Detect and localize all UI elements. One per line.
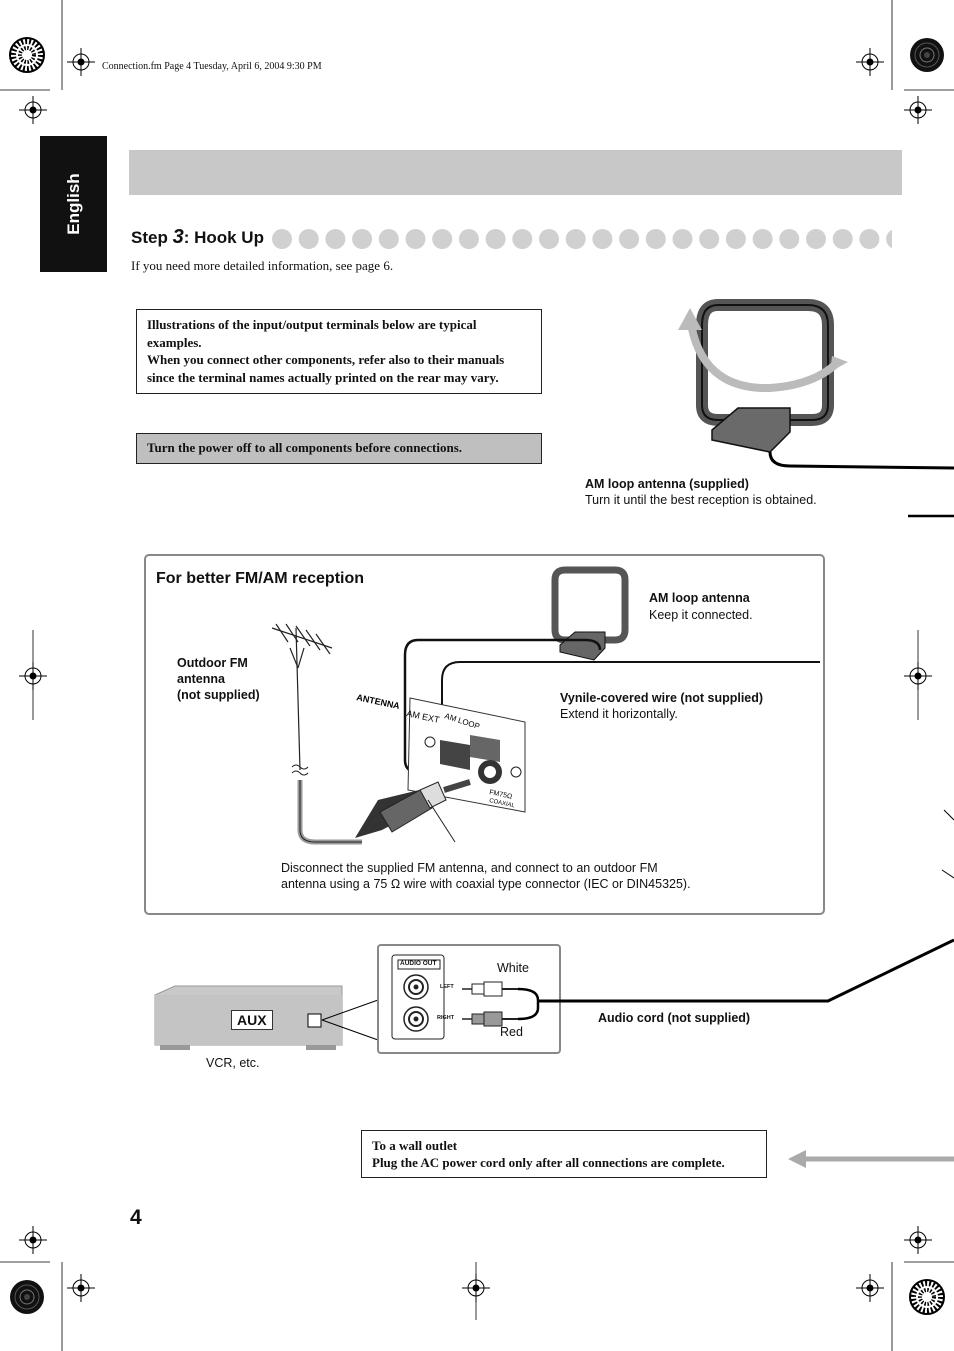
crosshair-icon: [66, 1273, 96, 1303]
crosshair-icon: [18, 95, 48, 125]
right-channel-label: RIGHT: [437, 1015, 455, 1021]
leader-dot: [672, 229, 693, 249]
step-title: Step 3: Hook Up: [131, 226, 264, 249]
outdoor-fm-line: (not supplied): [177, 688, 260, 702]
leader-dot: [592, 229, 613, 249]
note-box: Illustrations of the input/output termin…: [136, 309, 542, 395]
am-antenna-desc: Turn it until the best reception is obta…: [585, 493, 817, 507]
crosshair-icon: [18, 1225, 48, 1255]
leader-dot: [565, 229, 586, 249]
leader-dot: [539, 229, 559, 249]
registration-rosette-icon: [9, 1279, 45, 1315]
leader-dot: [699, 229, 720, 249]
leader-dot: [886, 229, 892, 249]
left-channel-label: LEFT: [440, 984, 454, 990]
step-prefix: Step: [131, 228, 173, 247]
leader-dot: [378, 229, 399, 249]
leader-dot: [859, 229, 880, 249]
crosshair-icon: [66, 47, 96, 77]
crosshair-icon: [855, 47, 885, 77]
outlet-line: To a wall outlet: [372, 1138, 458, 1153]
crosshair-icon: [903, 1225, 933, 1255]
leader-dot: [458, 229, 479, 249]
am-loop-title: AM loop antenna: [649, 591, 750, 605]
leader-dot: [272, 229, 292, 249]
outlet-line: Plug the AC power cord only after all co…: [372, 1155, 725, 1170]
registration-rosette-icon: [10, 38, 44, 72]
note-line: Illustrations of the input/output termin…: [147, 317, 477, 350]
disconnect-line: antenna using a 75 Ω wire with coaxial t…: [281, 877, 691, 891]
step-number: 3: [172, 226, 184, 248]
leader-dot: [298, 229, 319, 249]
leader-dot: [432, 229, 453, 249]
reception-box: [144, 554, 825, 915]
am-antenna-title: AM loop antenna (supplied): [585, 477, 749, 491]
page-number: 4: [130, 1206, 142, 1229]
aux-label: AUX: [231, 1010, 273, 1030]
language-label: English: [63, 173, 83, 235]
leader-dot: [352, 229, 373, 249]
wall-outlet-box: To a wall outlet Plug the AC power cord …: [361, 1130, 767, 1178]
leader-dot: [325, 229, 346, 249]
leader-dot: [806, 229, 826, 249]
dot-leader: [268, 228, 892, 250]
leader-dot: [725, 229, 746, 249]
crosshair-icon: [903, 95, 933, 125]
vinyl-wire-title: Vynile-covered wire (not supplied): [560, 691, 764, 705]
leader-dot: [485, 229, 506, 249]
registration-rosette-icon: [910, 1280, 944, 1314]
section-banner: [129, 150, 902, 195]
power-warning: Turn the power off to all components bef…: [136, 433, 542, 464]
audio-out-label: AUDIO OUT: [400, 960, 437, 967]
red-label: Red: [500, 1025, 523, 1039]
leader-dot: [832, 229, 853, 249]
outdoor-fm-line: Outdoor FM: [177, 656, 248, 670]
intro-text: If you need more detailed information, s…: [131, 258, 394, 273]
file-meta: Connection.fm Page 4 Tuesday, April 6, 2…: [102, 61, 322, 72]
crosshair-icon: [855, 1273, 885, 1303]
step-suffix: : Hook Up: [183, 228, 264, 247]
leader-dot: [405, 229, 426, 249]
audio-cord-label: Audio cord (not supplied): [598, 1011, 751, 1025]
vcr-label: VCR, etc.: [206, 1056, 260, 1070]
leader-dot: [512, 229, 533, 249]
outdoor-fm-line: antenna: [177, 672, 225, 686]
registration-rosette-icon: [909, 37, 945, 73]
leader-dot: [619, 229, 640, 249]
leader-dot: [645, 229, 666, 249]
white-label: White: [497, 961, 529, 975]
language-tab: English: [40, 136, 107, 272]
vinyl-wire-desc: Extend it horizontally.: [560, 707, 678, 721]
disconnect-note: Disconnect the supplied FM antenna, and …: [281, 860, 691, 892]
disconnect-line: Disconnect the supplied FM antenna, and …: [281, 861, 658, 875]
outdoor-fm-label: Outdoor FM antenna (not supplied): [177, 655, 260, 703]
am-loop-desc: Keep it connected.: [649, 608, 753, 622]
reception-title: For better FM/AM reception: [156, 570, 365, 587]
am-loop-antenna-illustration: [678, 299, 954, 470]
leader-dot: [779, 229, 800, 249]
note-line: When you connect other components, refer…: [147, 352, 505, 385]
leader-dot: [752, 229, 773, 249]
